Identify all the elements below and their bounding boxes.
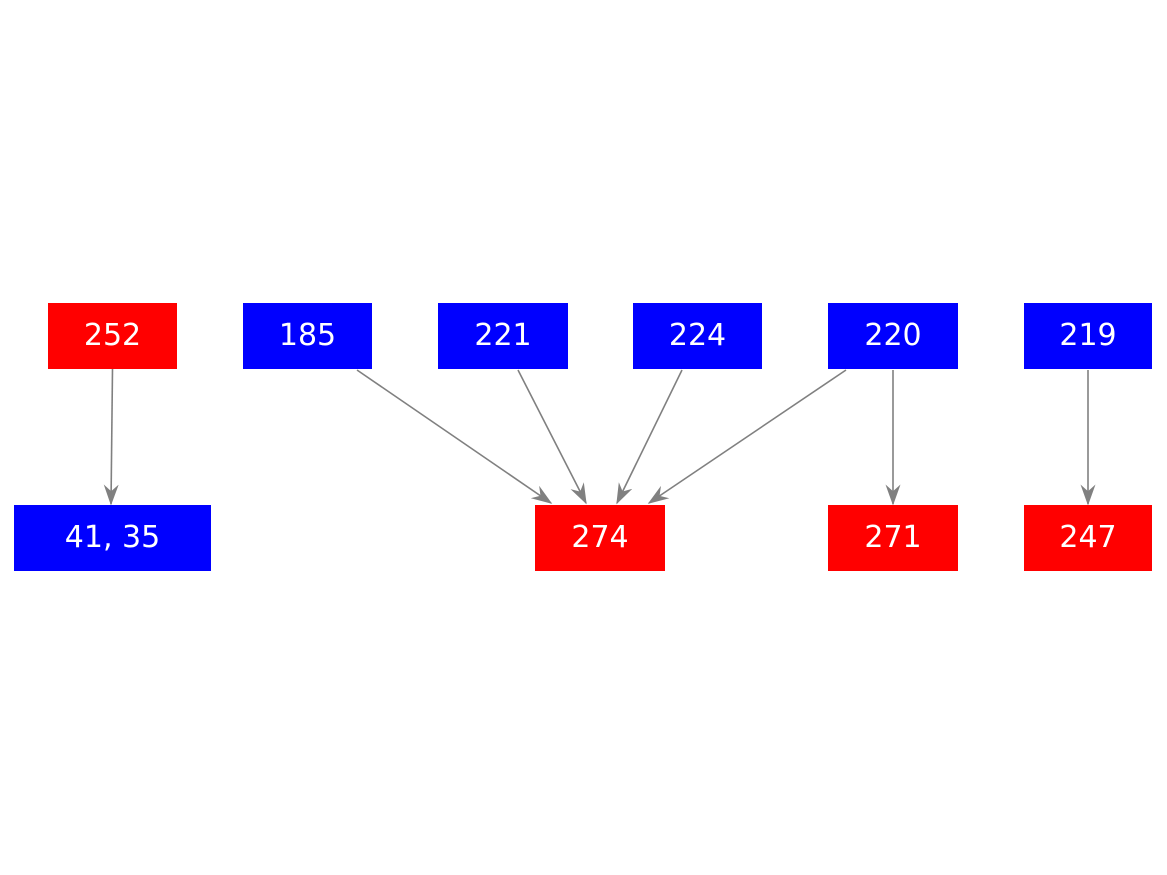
node-271: 271 [828, 505, 958, 571]
node-label: 252 [83, 318, 142, 353]
node-label: 220 [864, 318, 922, 353]
node-252: 252 [48, 303, 177, 369]
node-219: 219 [1024, 303, 1152, 369]
node-label: 219 [1059, 318, 1117, 353]
edge-185-to-274 [356, 369, 553, 504]
node-185: 185 [243, 303, 372, 369]
node-label: 221 [474, 318, 532, 353]
edge-220-to-274 [647, 369, 847, 504]
node-label: 271 [864, 520, 922, 555]
edge-252-to-41-35 [103, 368, 119, 506]
node-221: 221 [438, 303, 568, 369]
node-label: 247 [1059, 520, 1117, 555]
node-41-35: 41, 35 [14, 505, 211, 571]
node-label: 224 [668, 318, 727, 353]
node-label: 41, 35 [64, 520, 161, 555]
node-label: 185 [278, 318, 337, 353]
node-220: 220 [828, 303, 958, 369]
node-224: 224 [633, 303, 762, 369]
edge-224-to-274 [616, 369, 683, 505]
node-274: 274 [535, 505, 665, 571]
node-247: 247 [1024, 505, 1152, 571]
edge-221-to-274 [517, 369, 587, 505]
node-label: 274 [571, 520, 629, 555]
